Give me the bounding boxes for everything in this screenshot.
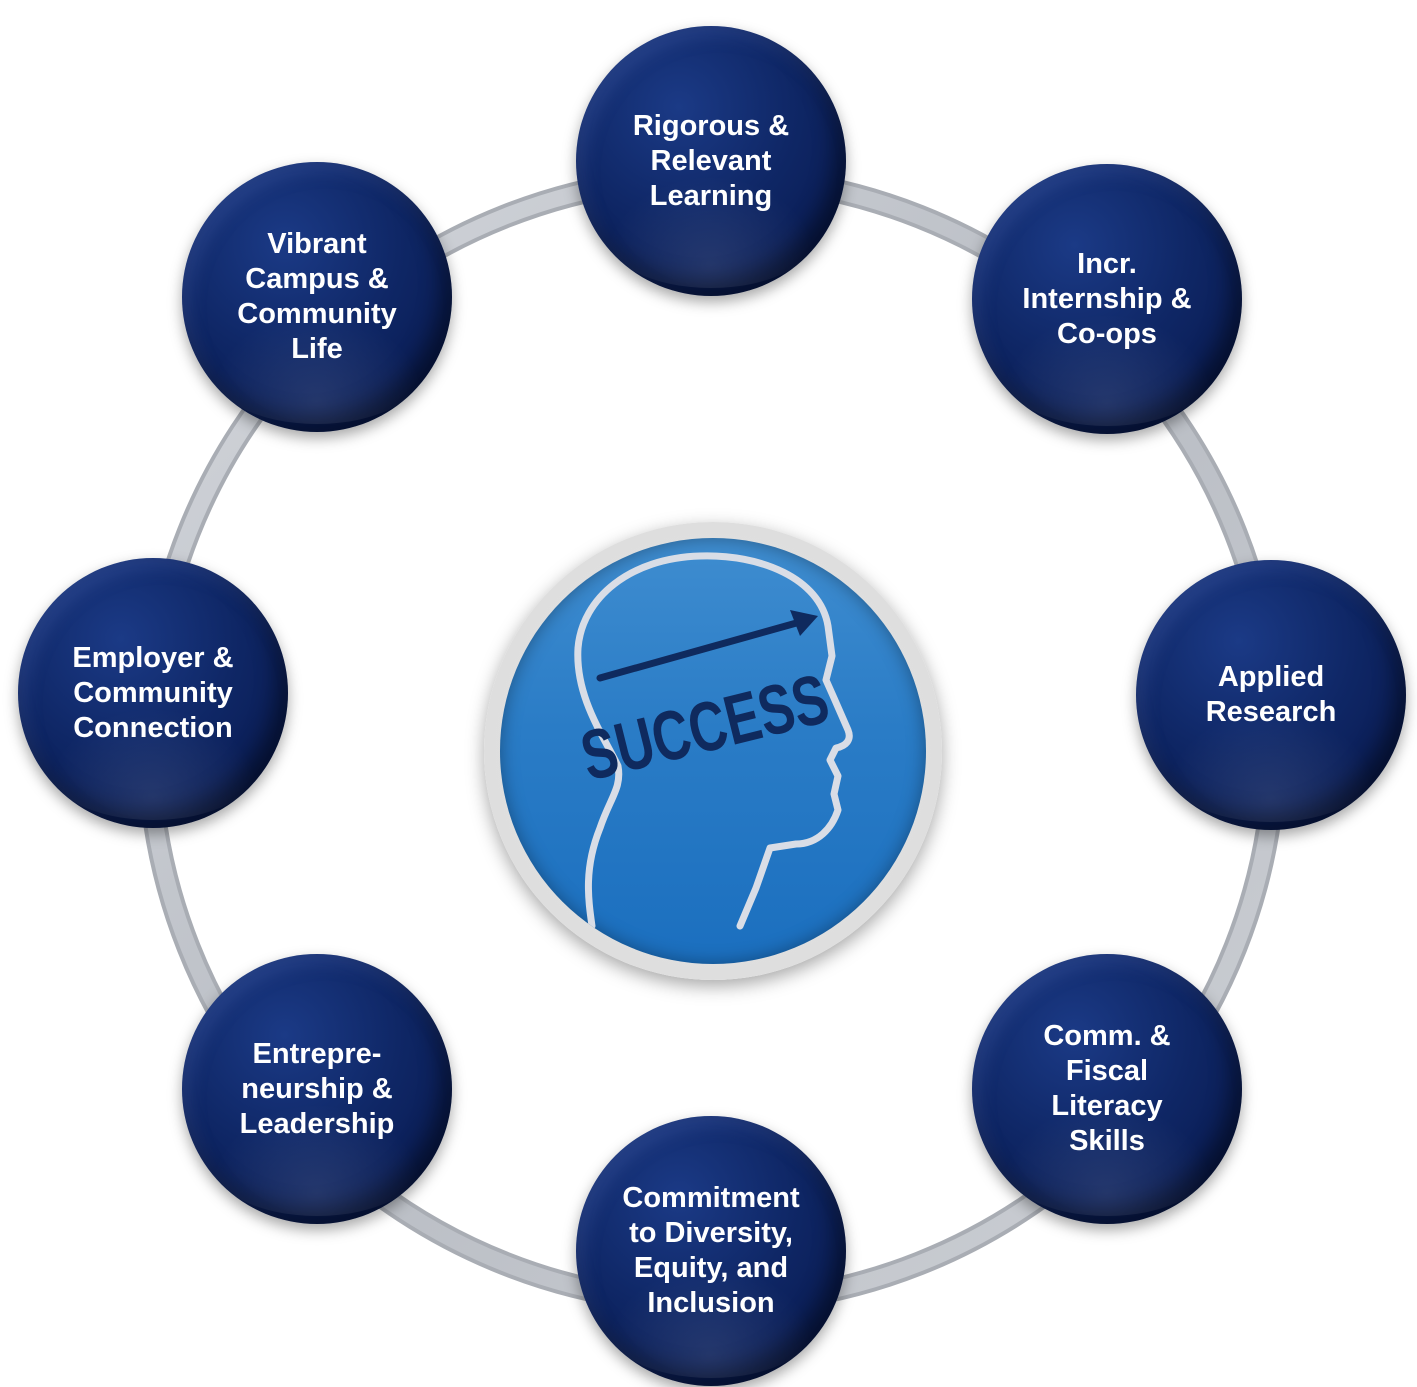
node-internship-coops: Incr. Internship & Co-ops <box>972 164 1242 434</box>
node-entrepreneurship-leadership: Entrepre- neurship & Leadership <box>182 954 452 1224</box>
node-label: Rigorous & Relevant Learning <box>632 109 790 212</box>
head-outline <box>574 552 853 930</box>
node-rigorous-relevant-learning: Rigorous & Relevant Learning <box>576 26 846 296</box>
node-comm-fiscal-literacy: Comm. & Fiscal Literacy Skills <box>972 954 1242 1224</box>
growth-arrow-line <box>596 618 804 682</box>
success-text: SUCCESS <box>574 660 837 797</box>
node-label: Incr. Internship & Co-ops <box>1022 247 1192 350</box>
node-diversity-equity-inclusion: Commitment to Diversity, Equity, and Inc… <box>576 1116 846 1386</box>
node-vibrant-campus-community: Vibrant Campus & Community Life <box>182 162 452 432</box>
node-label: Comm. & Fiscal Literacy Skills <box>1043 1020 1171 1157</box>
head-profile-icon: SUCCESS <box>574 552 853 930</box>
growth-arrow-head <box>790 610 818 636</box>
node-applied-research: Applied Research <box>1136 560 1406 830</box>
node-label: Applied Research <box>1205 661 1337 728</box>
node-employer-community-connection: Employer & Community Connection <box>18 558 288 828</box>
node-label: Entrepre- neurship & Leadership <box>239 1037 395 1140</box>
center-success-image: SUCCESS <box>500 538 926 964</box>
node-label: Employer & Community Connection <box>72 641 234 744</box>
center-success-circle: SUCCESS <box>484 522 942 980</box>
node-label: Vibrant Campus & Community Life <box>237 228 397 365</box>
node-label: Commitment to Diversity, Equity, and Inc… <box>622 1182 800 1319</box>
